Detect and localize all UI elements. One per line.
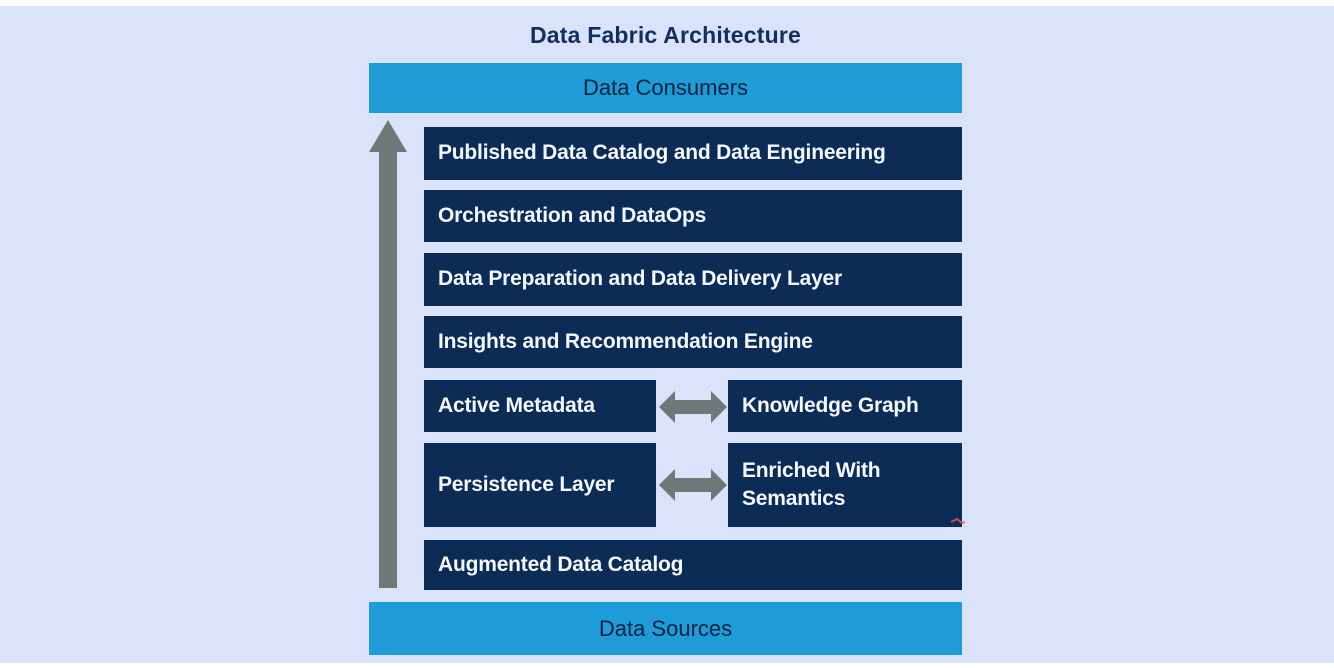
data-sources-label: Data Sources xyxy=(598,615,733,641)
top-edge-strip xyxy=(0,0,1334,6)
layer-orchestration-dataops: Orchestration and DataOps xyxy=(424,190,962,242)
bottom-edge-strip xyxy=(0,663,1334,668)
data-consumers-label: Data Consumers xyxy=(582,75,749,100)
layer-published-data-catalog: Published Data Catalog and Data Engineer… xyxy=(424,127,962,180)
up-arrow-icon xyxy=(369,120,407,588)
layer-data-preparation-delivery: Data Preparation and Data Delivery Layer xyxy=(424,253,962,306)
data-consumers-bar: Data Consumers xyxy=(369,63,962,113)
box-enriched-with-semantics: Enriched With Semantics xyxy=(728,443,962,527)
box-knowledge-graph: Knowledge Graph xyxy=(728,380,962,432)
box-label: Knowledge Graph xyxy=(742,393,919,417)
layer-label: Insights and Recommendation Engine xyxy=(438,329,813,353)
red-scribble-artifact xyxy=(950,517,966,525)
box-label: Enriched With Semantics xyxy=(742,458,881,510)
bidirectional-arrow-icon xyxy=(659,391,727,423)
box-persistence-layer: Persistence Layer xyxy=(424,443,656,527)
layer-augmented-data-catalog: Augmented Data Catalog xyxy=(424,540,962,590)
box-active-metadata: Active Metadata xyxy=(424,380,656,432)
layer-label: Orchestration and DataOps xyxy=(438,203,707,227)
layer-insights-recommendation: Insights and Recommendation Engine xyxy=(424,316,962,368)
data-sources-bar: Data Sources xyxy=(369,602,962,655)
page-title: Data Fabric Architecture xyxy=(529,22,802,48)
layer-label: Data Preparation and Data Delivery Layer xyxy=(438,267,843,291)
box-label: Persistence Layer xyxy=(438,472,615,496)
layer-label: Published Data Catalog and Data Engineer… xyxy=(438,141,886,165)
bidirectional-arrow-icon xyxy=(659,469,727,501)
layer-label: Augmented Data Catalog xyxy=(438,552,684,576)
box-label: Active Metadata xyxy=(438,393,595,417)
